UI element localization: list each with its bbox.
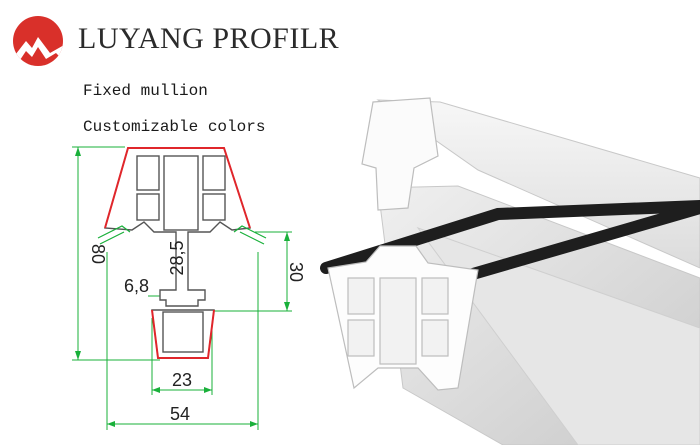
- cross-section-drawing: 80 28,5 30 6,8 23 54: [72, 146, 306, 430]
- dim-core-height: 28,5: [167, 240, 187, 275]
- dimension-lines: [72, 146, 292, 430]
- dimension-arrows: [75, 147, 290, 427]
- feature-fixed-mullion: Fixed mullion: [83, 82, 208, 100]
- profile-section: [104, 147, 251, 359]
- brand-name: LUYANG PROFILR: [78, 22, 340, 55]
- feature-customizable-colors: Customizable colors: [83, 118, 266, 136]
- gasket-marks: [97, 225, 267, 245]
- brand-logo-icon: [13, 16, 63, 66]
- profile-outer-edge: [104, 147, 251, 359]
- mullion-3d-render: [320, 97, 700, 445]
- dim-total-height: 80: [88, 244, 108, 264]
- dim-total-width: 54: [170, 404, 190, 424]
- profile-end-face: [327, 97, 479, 391]
- dim-bottom-width: 23: [172, 370, 192, 390]
- dim-slot-width: 6,8: [124, 276, 149, 296]
- dim-side-height: 30: [286, 262, 306, 282]
